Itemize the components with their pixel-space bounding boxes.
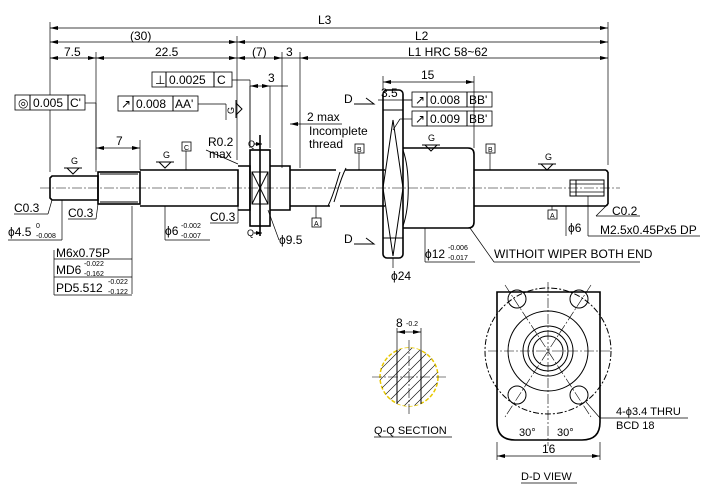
runout-b1-symbol: ↗ — [415, 93, 425, 107]
label-phi6-shaft-dn: -0.007 — [181, 233, 201, 240]
label-m6: M6x0.75P — [56, 246, 110, 260]
dd-view: 30° 30° 16 4-ϕ3.4 THRU BCD 18 D-D VIEW — [484, 282, 688, 484]
runout-b2-value: 0.009 — [430, 112, 460, 126]
label-c03-left: C0.3 — [14, 201, 40, 215]
label-phi24: ϕ24 — [391, 269, 411, 283]
label-phi6: ϕ6 — [568, 221, 582, 235]
dim-3-5: 3.5 — [381, 86, 398, 100]
qq-width-tol: -0.2 — [406, 321, 418, 328]
section-q-top: Q — [248, 139, 255, 149]
label-c0-2: C0.2 — [612, 204, 638, 218]
dim-7-5: 7.5 — [64, 45, 81, 59]
label-phi6-shaft-up: -0.002 — [181, 223, 201, 230]
qq-section: 8 -0.2 Q-Q SECTION — [372, 316, 452, 438]
label-phi4-5-up: 0 — [36, 223, 40, 230]
dim-7-shaft: 7 — [116, 134, 123, 148]
section-q-bottom: Q — [247, 228, 254, 238]
conc-datum: C' — [70, 96, 81, 110]
label-pd-up: -0.022 — [108, 279, 128, 286]
tolerance-frames: ◎ 0.005 C' ↗ 0.008 AA' ⊥ 0.0025 C ↗ 0.00… — [14, 71, 493, 160]
label-md6-up: -0.022 — [84, 261, 104, 268]
label-c03-right: C0.3 — [210, 210, 236, 224]
perp-datum: C — [217, 73, 226, 87]
qq-width: 8 — [396, 316, 403, 330]
datum-b-left: B — [357, 147, 362, 154]
runout-b2-datum: BB' — [469, 112, 487, 126]
perp-value: 0.0025 — [169, 73, 206, 87]
grind-mark-5: G — [545, 152, 552, 162]
label-r0-2: R0.2 — [208, 135, 234, 149]
label-phi12: ϕ12 — [425, 247, 445, 261]
label-phi12-dn: -0.017 — [448, 255, 468, 262]
label-pd-dn: -0.122 — [108, 289, 128, 296]
label-phi6-shaft: ϕ6 — [165, 224, 179, 238]
label-wiper: WITHOIT WIPER BOTH END — [494, 247, 653, 261]
runout-a-datum: AA' — [175, 97, 193, 111]
section-d-top: D — [344, 92, 353, 106]
datum-b-right: B — [488, 147, 493, 154]
section-markers: D D Q Q G G G G G C B B A A — [64, 92, 558, 246]
label-incomplete: Incomplete — [309, 124, 368, 138]
section-d-bottom: D — [344, 232, 353, 246]
dim-15: 15 — [421, 68, 435, 82]
grind-mark-4: G — [428, 133, 435, 143]
datum-c: C — [184, 145, 189, 152]
datum-a-right: A — [550, 213, 555, 220]
dd-thru: 4-ϕ3.4 THRU — [616, 406, 681, 418]
label-phi12-up: -0.006 — [448, 245, 468, 252]
label-md6-dn: -0.162 — [84, 271, 104, 278]
label-phi4-5: ϕ4.5 — [8, 225, 32, 239]
label-thread: thread — [309, 137, 343, 151]
dd-angle-left: 30° — [519, 427, 536, 439]
label-2-max: 2 max — [307, 110, 340, 124]
conc-symbol: ◎ — [18, 96, 28, 110]
dim-3-bearing: 3 — [268, 71, 275, 85]
runout-b1-datum: BB' — [469, 93, 487, 107]
datum-a-left: A — [314, 221, 319, 228]
dim-7-paren: (7) — [252, 45, 267, 59]
label-c03-mid: C0.3 — [68, 206, 94, 220]
runout-a-symbol: ↗ — [121, 97, 131, 111]
label-max: max — [209, 147, 232, 161]
local-dimensions: 3 7 15 3.5 R0.2 max 2 max Incomplete thr… — [8, 68, 700, 296]
dim-l1: L1 HRC 58~62 — [408, 45, 488, 59]
conc-value: 0.005 — [33, 96, 63, 110]
dd-bcd: BCD 18 — [616, 420, 655, 432]
label-md6: MD6 — [56, 263, 82, 277]
dim-22-5: 22.5 — [155, 45, 179, 59]
label-phi9-5: ϕ9.5 — [279, 233, 303, 247]
dim-l3: L3 — [318, 13, 332, 27]
label-pd: PD5.512 — [56, 281, 103, 295]
perp-symbol: ⊥ — [155, 73, 165, 87]
dd-view-title: D-D VIEW — [521, 471, 572, 483]
dim-30: (30) — [130, 29, 151, 43]
label-m2-5: M2.5x0.45Px5 DP — [600, 223, 697, 237]
qq-section-title: Q-Q SECTION — [374, 425, 447, 437]
top-dimensions: L3 (30) L2 7.5 22.5 (7) 3 L1 HRC 58~62 — [49, 13, 609, 172]
dim-l2: L2 — [415, 29, 429, 43]
runout-b2-symbol: ↗ — [415, 112, 425, 126]
label-phi4-5-dn: -0.008 — [36, 233, 56, 240]
runout-b1-value: 0.008 — [430, 93, 460, 107]
dim-3-top: 3 — [286, 45, 293, 59]
dd-width: 16 — [542, 442, 556, 456]
dd-angle-right: 30° — [557, 427, 574, 439]
grind-mark-3: G — [226, 107, 236, 114]
runout-a-value: 0.008 — [136, 97, 166, 111]
grind-mark-1: G — [71, 156, 78, 166]
grind-mark-2: G — [163, 150, 170, 160]
